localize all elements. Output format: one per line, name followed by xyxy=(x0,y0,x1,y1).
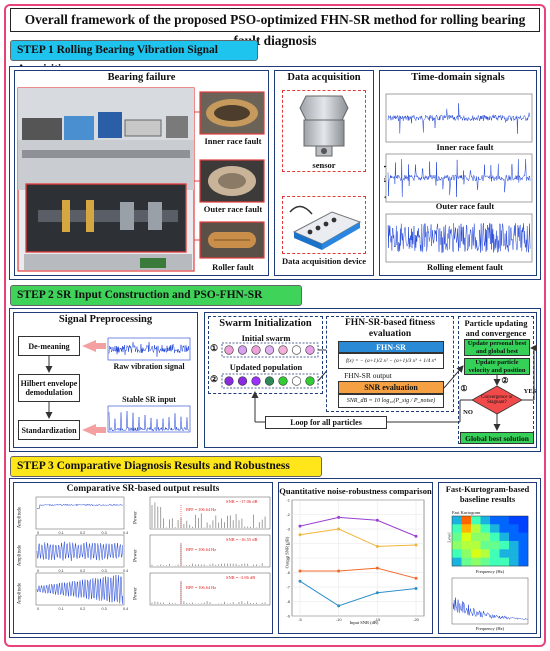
bpf-annotation-1: BPF = 106.64 Hz xyxy=(186,507,217,512)
fitness-heading: FHN-SR-based fitness evaluation xyxy=(345,318,435,339)
outer-race-fault-label: Outer race fault xyxy=(203,204,263,214)
cmp-power-label-2: Power xyxy=(133,549,139,562)
cmp-power-label-1: Power xyxy=(133,511,139,524)
cmp-power-label-3: Power xyxy=(133,587,139,600)
snr-evaluation-box: SNR evaluation xyxy=(338,381,444,394)
snr-equation: SNR_dB = 10 log₁₀(P_sig / P_noise) xyxy=(338,394,444,408)
cmp-ylabel-2: Amplitude xyxy=(17,544,23,567)
sensor-frame xyxy=(282,90,366,172)
preprocessing-heading: Signal Preprocessing xyxy=(58,314,153,325)
cmp-ylabel-1: Amplitude xyxy=(17,506,23,529)
outer-border xyxy=(4,4,546,647)
kurtogram-heading: Fast-Kurtogram-based baseline results xyxy=(445,484,530,504)
time-domain-panel xyxy=(379,70,537,276)
stable-sr-label: Stable SR input xyxy=(122,395,176,404)
swarm-heading: Swarm Initialization xyxy=(219,318,312,329)
cmp-ylabel-3: Amplitude xyxy=(17,582,23,605)
update-marker-1: ① xyxy=(460,384,468,393)
robustness-xlabel: Input SNR (dB) xyxy=(349,620,379,625)
snr-annotation-3: SNR = -3.86 dB xyxy=(226,575,256,580)
robustness-ylabel: Output SNR (dB) xyxy=(284,536,290,569)
step2-banner: STEP 2 SR Input Construction and PSO-FHN… xyxy=(10,285,302,320)
snr-annotation-2: SNR = -16.55 dB xyxy=(226,537,258,542)
step-marker-2: ② xyxy=(209,374,219,384)
demeaning-box: De-meaning xyxy=(18,336,80,356)
fhn-output-label: FHN-SR output xyxy=(344,371,392,380)
fhn-equation: f(x) = − (a+1)/2 x² − (a+1)/3 x³ + 1/4 x… xyxy=(338,353,444,369)
update-velocity-box: Update particle velocity and position xyxy=(464,358,530,375)
update-best-box: Update personal best and global best xyxy=(464,339,530,356)
loop-box: Loop for all particles xyxy=(265,416,387,429)
inner-race-fault-label: Inner race fault xyxy=(204,136,262,146)
td-rolling-label: Rolling element fault xyxy=(426,262,504,272)
data-acquisition-heading: Data acquisition xyxy=(287,72,361,83)
global-best-box: Global best solution xyxy=(460,432,534,444)
fast-kurtogram-title: Fast Kurtogram xyxy=(452,510,481,515)
initial-swarm-label: Initial swarm xyxy=(241,333,291,343)
bearing-failure-panel xyxy=(14,70,269,276)
comparative-heading: Comparative SR-based output results xyxy=(66,484,220,494)
sensor-label: sensor xyxy=(312,160,336,170)
step-marker-1: ① xyxy=(209,343,219,353)
td-outer-label: Outer race fault xyxy=(435,201,495,211)
hilbert-box: Hilbert envelope demodulation xyxy=(18,374,80,402)
no-label: NO xyxy=(463,409,473,416)
daq-device-label: Data acquisition device xyxy=(281,256,367,266)
standardization-box: Standardization xyxy=(18,420,80,440)
daq-frame xyxy=(282,196,366,254)
kurtogram-panel xyxy=(438,482,537,634)
bpf-annotation-2: BPF = 106.64 Hz xyxy=(186,547,217,552)
updated-population-label: Updated population xyxy=(229,362,303,372)
bearing-failure-heading: Bearing failure xyxy=(107,72,176,83)
convergence-label: Convergence or Stagnant? xyxy=(481,395,513,405)
bpf-annotation-3: BPF = 106.64 Hz xyxy=(186,585,217,590)
page-title: Overall framework of the proposed PSO-op… xyxy=(10,8,540,48)
td-inner-label: Inner race fault xyxy=(436,142,494,152)
robustness-heading: Quantitative noise-robustness comparison xyxy=(279,486,432,496)
comparative-panel xyxy=(13,482,273,634)
step3-banner: STEP 3 Comparative Diagnosis Results and… xyxy=(10,456,322,491)
time-domain-heading: Time-domain signals xyxy=(411,72,505,83)
update-marker-2: ② xyxy=(501,376,509,385)
time-domain-ylabel: Amplitude xyxy=(382,161,392,201)
snr-annotation-1: SNR = -17.06 dB xyxy=(226,499,258,504)
kurtogram-xlabel: Frequency (Hz) xyxy=(475,569,505,574)
roller-fault-label: Roller fault xyxy=(212,262,254,272)
yes-label: YES xyxy=(523,388,537,395)
robustness-panel xyxy=(278,482,433,634)
raw-signal-label: Raw vibration signal xyxy=(113,362,185,371)
step1-banner: STEP 1 Rolling Bearing Vibration Signal … xyxy=(10,40,258,75)
envelope-xlabel: Frequency (Hz) xyxy=(475,626,505,631)
kurtogram-ylabel: Level xyxy=(446,532,452,543)
fhn-sr-box: FHN-SR xyxy=(338,341,444,353)
